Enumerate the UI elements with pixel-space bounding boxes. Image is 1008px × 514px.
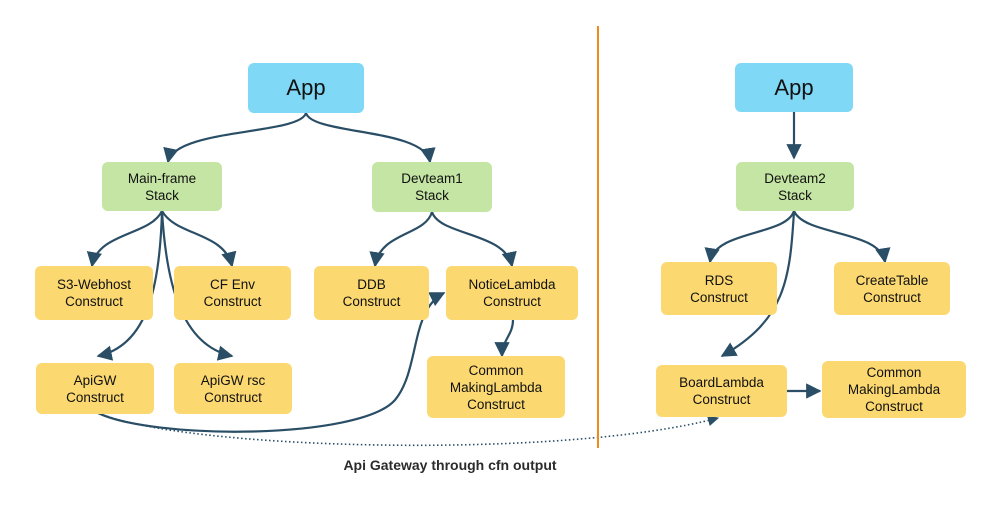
edge-dev2-to-createtable — [792, 210, 891, 264]
rds-construct-label: RDS Construct — [690, 272, 748, 305]
edge-dev2-to-rds — [704, 210, 796, 264]
app-node-left: App — [248, 63, 364, 113]
cf-env-construct-node: CF Env Construct — [174, 266, 291, 320]
cfn-output-caption: Api Gateway through cfn output — [343, 457, 557, 473]
edge-app-to-main-frame — [163, 112, 308, 164]
edge-main-to-cf — [161, 210, 237, 268]
edge-dev2-to-boardlambda — [720, 210, 796, 357]
devteam2-stack-node: Devteam2 Stack — [736, 162, 854, 211]
s3-webhost-construct-label: S3-Webhost Construct — [56, 277, 132, 309]
edge-dev1-to-notice — [430, 211, 517, 268]
apigw-rsc-construct-node: ApiGW rsc Construct — [174, 363, 292, 414]
notice-lambda-construct-label: NoticeLambda Construct — [468, 277, 556, 309]
devteam1-stack-label: Devteam1 Stack — [401, 171, 463, 203]
s3-webhost-construct-node: S3-Webhost Construct — [35, 266, 153, 320]
common-making-lambda-construct-node-right: Common MakingLambda Construct — [822, 361, 966, 418]
create-table-construct-label: CreateTable Construct — [855, 272, 929, 305]
apigw-construct-label: ApiGW Construct — [66, 372, 124, 405]
create-table-construct-node: CreateTable Construct — [834, 262, 950, 315]
board-lambda-construct-node: BoardLambda Construct — [656, 365, 787, 417]
apigw-construct-node: ApiGW Construct — [36, 363, 154, 414]
main-frame-stack-node: Main-frame Stack — [102, 162, 222, 211]
edge-app-to-devteam1 — [304, 112, 436, 164]
notice-lambda-construct-node: NoticeLambda Construct — [446, 266, 578, 320]
edge-apigw-to-notice — [95, 292, 446, 433]
common-making-lambda-construct-label-right: Common MakingLambda Construct — [847, 365, 941, 414]
devteam1-stack-node: Devteam1 Stack — [372, 162, 492, 212]
edge-dev1-to-ddb — [369, 211, 434, 268]
app-node-right: App — [735, 63, 853, 112]
cf-env-construct-label: CF Env Construct — [203, 277, 262, 309]
apigw-rsc-construct-label: ApiGW rsc Construct — [200, 372, 266, 405]
board-lambda-construct-label: BoardLambda Construct — [679, 375, 764, 407]
devteam2-stack-label: Devteam2 Stack — [764, 170, 826, 203]
ddb-construct-label: DDB Construct — [342, 277, 401, 309]
rds-construct-node: RDS Construct — [661, 262, 777, 315]
edge-cfn-output-dotted — [95, 411, 720, 447]
common-making-lambda-construct-label-left: Common MakingLambda Construct — [449, 362, 543, 412]
ddb-construct-node: DDB Construct — [314, 266, 429, 320]
edge-notice-to-common — [494, 319, 515, 358]
app-node-right-label: App — [774, 74, 814, 100]
edge-main-to-s3 — [86, 210, 163, 268]
app-node-left-label: App — [286, 75, 326, 100]
common-making-lambda-construct-node-left: Common MakingLambda Construct — [427, 356, 565, 418]
main-frame-stack-label: Main-frame Stack — [127, 170, 197, 203]
